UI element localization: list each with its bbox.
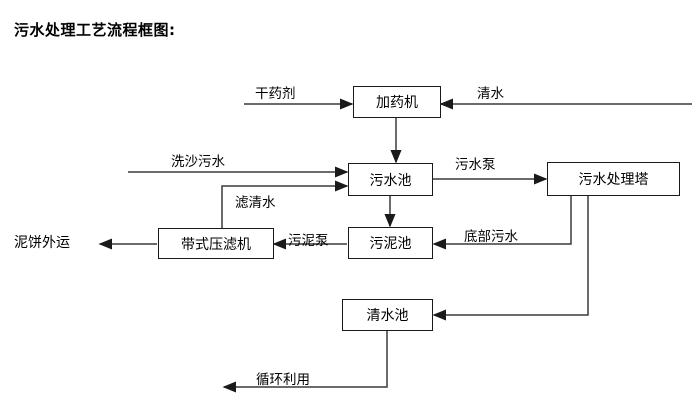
edge-bottom-sewage xyxy=(432,196,572,250)
label-sand-wash-sewage: 洗沙污水 xyxy=(171,154,225,170)
label-bottom-sewage: 底部污水 xyxy=(464,229,518,245)
node-treatment-tower[interactable]: 污水处理塔 xyxy=(547,162,680,196)
node-sludge-pool[interactable]: 污泥池 xyxy=(348,227,433,259)
node-label: 污水处理塔 xyxy=(578,172,649,188)
node-label: 加药机 xyxy=(376,95,418,111)
label-sludge-pump: 污泥泵 xyxy=(288,233,329,249)
node-belt-filter-press[interactable]: 带式压滤机 xyxy=(158,228,274,259)
label-mud-cake-out: 泥饼外运 xyxy=(14,235,70,251)
label-clean-water-in: 清水 xyxy=(477,86,504,102)
node-label: 清水池 xyxy=(366,308,409,324)
label-dry-chemical: 干药剂 xyxy=(255,86,296,102)
node-sewage-pool[interactable]: 污水池 xyxy=(348,163,433,196)
node-clear-water-pool[interactable]: 清水池 xyxy=(342,299,433,331)
node-label: 污泥池 xyxy=(369,236,412,252)
label-sewage-pump: 污水泵 xyxy=(455,157,496,173)
edge-tower-to-clearwater xyxy=(432,196,589,321)
node-dosing-machine[interactable]: 加药机 xyxy=(353,86,441,118)
edge-filtered-clear-water xyxy=(221,180,349,228)
edge-recycle-reuse xyxy=(222,331,388,393)
label-recycle-reuse: 循环利用 xyxy=(256,372,310,388)
node-label: 污水池 xyxy=(369,172,412,189)
node-label: 带式压滤机 xyxy=(181,236,251,253)
page-title: 污水处理工艺流程框图: xyxy=(14,21,176,39)
label-filtered-clear-water: 滤清水 xyxy=(235,195,276,211)
